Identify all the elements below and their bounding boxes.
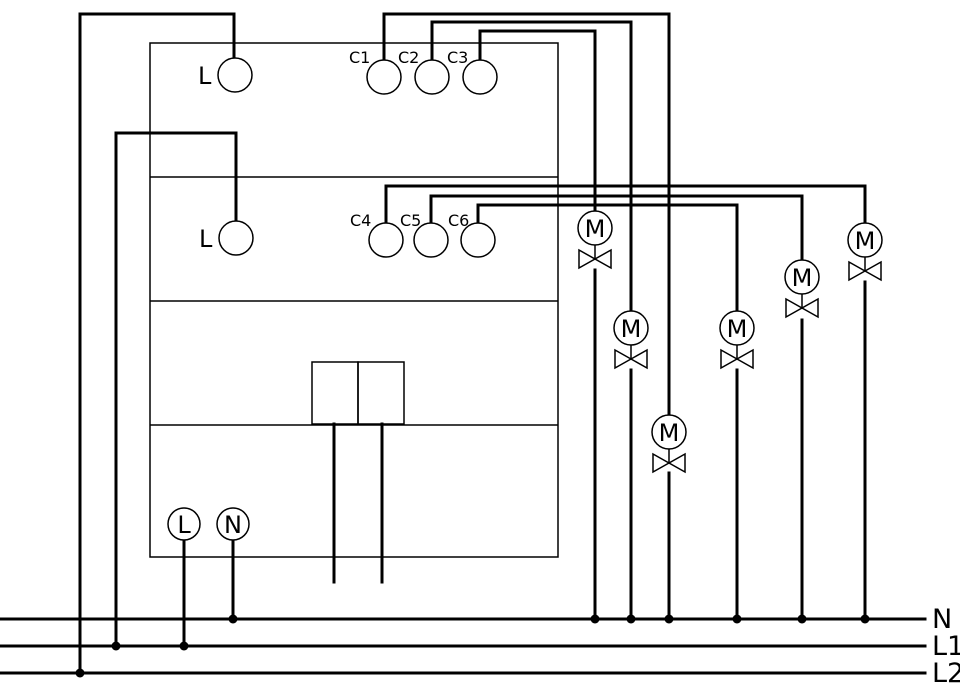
module2-supply-terminal	[218, 220, 254, 256]
motor-label: M	[727, 315, 748, 343]
valve-actuator: M	[719, 310, 755, 370]
connector-block-left	[311, 361, 359, 425]
wires	[78, 12, 867, 675]
wire-c3-to-motor	[478, 29, 597, 212]
channel-label-c4: C4	[350, 211, 371, 230]
module2-channel-terminal-c5	[413, 222, 449, 258]
bus-l1-label: L1	[932, 631, 960, 662]
motor-label: M	[585, 215, 606, 243]
channel-label-c6: C6	[448, 211, 469, 230]
channel-label-c2: C2	[398, 48, 419, 67]
power-terminals: L N	[167, 507, 250, 541]
valve-icon	[578, 248, 612, 270]
module1-supply-terminal	[217, 57, 253, 93]
power-terminal-l	[167, 507, 201, 541]
motor-label: M	[855, 227, 876, 255]
valve-icon	[848, 260, 882, 282]
power-terminal-n	[216, 507, 250, 541]
valve-icon	[652, 452, 686, 474]
bus-n-label: N	[932, 604, 952, 635]
channel-label-c3: C3	[447, 48, 468, 67]
junction-dot	[860, 614, 870, 624]
wire-c4-to-motor	[384, 184, 867, 227]
connector-block-right	[357, 361, 405, 425]
wire-c5-to-motor	[429, 194, 804, 263]
motor-label: M	[792, 264, 813, 292]
module1-channel-terminal-c3	[462, 59, 498, 95]
module2-channel-terminal-c4	[368, 222, 404, 258]
housing-outline	[149, 42, 559, 558]
motor-label: M	[621, 315, 642, 343]
junction-dot	[228, 614, 238, 624]
bus-bars: N L1 L2	[0, 604, 960, 689]
valve-actuator: M	[784, 259, 820, 319]
valve-icon	[785, 297, 819, 319]
module-2-terminals: L C4 C5 C6	[199, 211, 496, 258]
wire-l1-to-module2-l	[114, 131, 238, 648]
power-terminal-l-label: L	[177, 511, 191, 539]
junction-dot	[664, 614, 674, 624]
motor-label: M	[659, 419, 680, 447]
valve-actuator: M	[847, 222, 883, 282]
module1-supply-label: L	[198, 62, 212, 90]
junction-dot	[797, 614, 807, 624]
junction-dot	[590, 614, 600, 624]
valve-actuator: M	[651, 414, 687, 474]
bus-l2-label: L2	[932, 658, 960, 689]
valve-icon	[614, 348, 648, 370]
module1-channel-terminal-c1	[366, 59, 402, 95]
junction-dot	[732, 614, 742, 624]
module2-supply-label: L	[199, 225, 213, 253]
channel-label-c1: C1	[349, 48, 370, 67]
wire-l2-to-module1-l	[78, 12, 236, 675]
valve-icon	[720, 348, 754, 370]
valve-actuator: M	[613, 310, 649, 370]
module-1-terminals: L C1 C2 C3	[198, 48, 498, 95]
junction-dot	[626, 614, 636, 624]
power-terminal-n-label: N	[224, 511, 242, 539]
module2-channel-terminal-c6	[460, 222, 496, 258]
junction-dot	[75, 668, 85, 678]
junction-dots	[75, 614, 870, 678]
wire-c2-to-motor	[430, 20, 633, 314]
wire-c1-to-motor	[382, 12, 671, 417]
wire-c6-to-motor	[476, 203, 739, 314]
channel-label-c5: C5	[400, 211, 421, 230]
junction-dot	[179, 641, 189, 651]
module1-channel-terminal-c2	[414, 59, 450, 95]
valve-actuator: M	[577, 210, 613, 270]
junction-dot	[111, 641, 121, 651]
device-housing	[149, 42, 559, 558]
